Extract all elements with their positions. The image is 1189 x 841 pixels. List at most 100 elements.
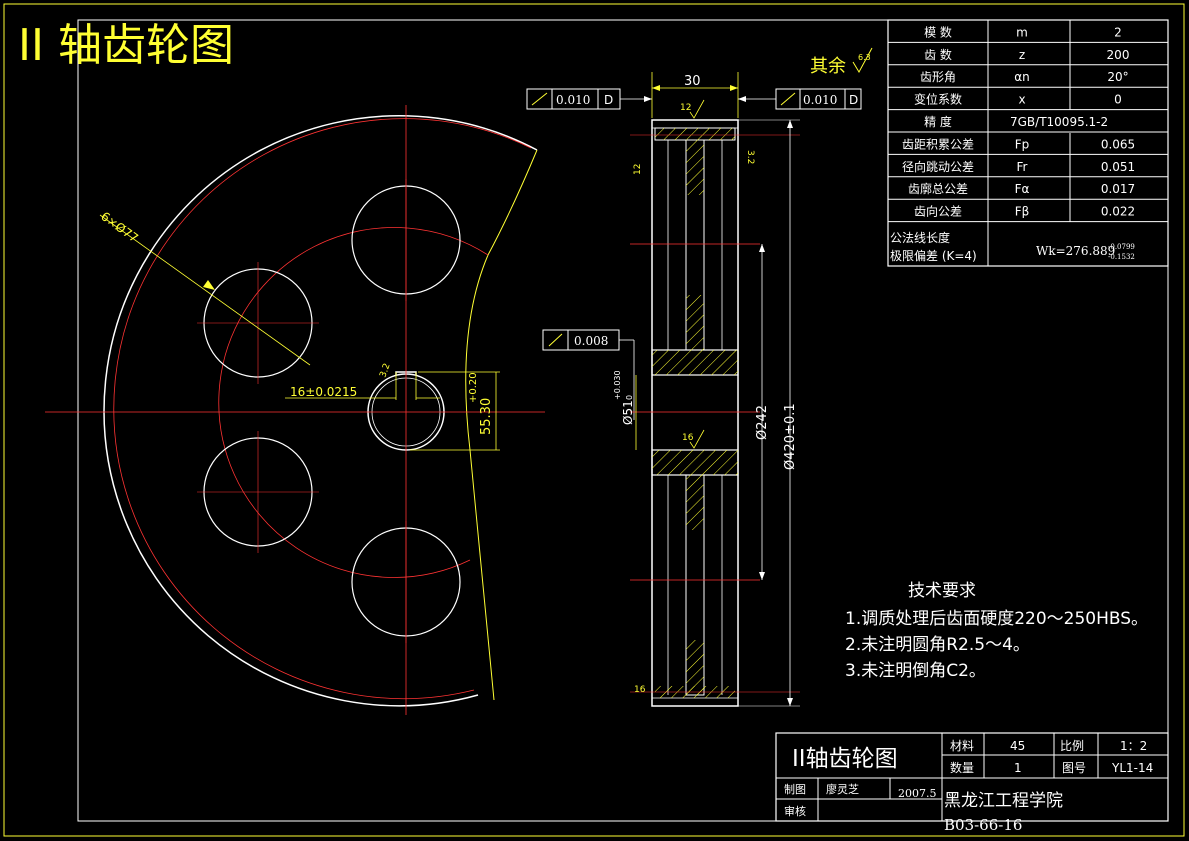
svg-text:0.010: 0.010 — [803, 93, 837, 107]
svg-text:材料: 材料 — [950, 739, 974, 753]
param-symbol: Fβ — [1015, 205, 1030, 219]
drawing-no: YL1-14 — [1111, 761, 1153, 775]
param-symbol: Fp — [1015, 137, 1030, 151]
bore-tol-upper: +0.030 — [613, 370, 622, 400]
param-value: 0.022 — [1101, 205, 1135, 219]
tech-requirements: 技术要求 1.调质处理后齿面硬度220～250HBS。 2.未注明圆角R2.5～… — [845, 581, 1148, 681]
wk-upper: -0.0799 — [1108, 243, 1135, 251]
param-symbol: αn — [1014, 70, 1030, 84]
param-name: 齿距积累公差 — [902, 137, 974, 151]
svg-text:D: D — [604, 93, 613, 107]
roughness-value: 12 — [680, 103, 691, 113]
gear-pitch-circle — [113, 118, 532, 700]
wk-lower: -0.1532 — [1108, 253, 1135, 261]
hatch-section — [652, 450, 738, 475]
inner-frame — [77, 19, 1169, 822]
geometric-tolerance-frame: 0.010 D — [738, 88, 862, 110]
roughness-value: 3.2 — [745, 150, 755, 164]
param-value: 0.065 — [1101, 137, 1135, 151]
param-symbol: Fα — [1015, 182, 1030, 196]
param-value: 0.051 — [1101, 160, 1135, 174]
roughness-value: 16 — [634, 685, 646, 695]
param-value: 20° — [1107, 70, 1128, 84]
key-depth-dim: 55.30 — [479, 398, 494, 435]
param-name: 齿廓总公差 — [908, 181, 968, 196]
tech-heading: 技术要求 — [908, 581, 976, 601]
param-symbol: z — [1019, 48, 1025, 62]
tech-item: 3.未注明倒角C2。 — [845, 661, 986, 681]
title-block: II轴齿轮图 材料 45 比例 1：2 数量 1 图号 YL1-14 制图 廖灵… — [775, 732, 1169, 834]
hatch-section — [686, 295, 704, 350]
key-depth-tol: +0.20 — [468, 372, 479, 403]
roughness-value: 16 — [682, 433, 694, 443]
param-name: 齿 数 — [924, 47, 952, 62]
roughness-symbol-icon: 6.3 — [852, 47, 873, 74]
hatch-section — [652, 350, 738, 375]
svg-text:审核: 审核 — [784, 804, 806, 818]
bore-dim: Ø51 — [621, 400, 635, 425]
parameter-table — [887, 19, 1169, 267]
holes-dim: 6×Ø77 — [98, 209, 141, 245]
tech-item: 1.调质处理后齿面硬度220～250HBS。 — [845, 609, 1148, 629]
svg-text:6.3: 6.3 — [858, 53, 871, 62]
param-symbol: m — [1016, 25, 1028, 39]
bore-tol-lower: 0 — [625, 395, 634, 400]
gear-section-outline — [651, 119, 739, 707]
param-value: 7GB/T10095.1-2 — [1010, 115, 1108, 129]
roughness-note: 其余 — [810, 56, 846, 77]
param-value: 0.017 — [1101, 182, 1135, 196]
svg-text:0.010: 0.010 — [556, 93, 590, 107]
hub-dia-dim: Ø242 — [755, 405, 770, 440]
wk-label-1: 公法线长度 — [890, 230, 950, 245]
geometric-tolerance-frame: 0.010 D — [526, 88, 652, 110]
material-value: 45 — [1010, 739, 1025, 753]
scale-value: 1：2 — [1120, 739, 1147, 753]
roughness-value: 12 — [633, 164, 643, 175]
width-dim: 30 — [684, 74, 701, 89]
param-name: 变位系数 — [914, 92, 962, 107]
svg-text:D: D — [849, 93, 858, 107]
keyway-roughness: 3.2 — [378, 362, 392, 379]
param-name: 齿向公差 — [914, 204, 962, 219]
flatness-icon — [548, 333, 563, 347]
param-name: 模 数 — [924, 24, 952, 39]
school-name: 黑龙江工程学院 — [944, 791, 1063, 811]
geometric-tolerance-frame: 0.008 — [542, 329, 635, 420]
wk-label-2: 极限偏差 (K=4) — [890, 248, 977, 263]
svg-text:0.008: 0.008 — [574, 334, 608, 348]
qty-value: 1 — [1014, 761, 1022, 775]
runout-icon — [531, 92, 548, 106]
hatch-section — [686, 140, 704, 195]
svg-text:数量: 数量 — [950, 760, 974, 775]
runout-icon — [780, 92, 796, 106]
break-line — [465, 149, 538, 701]
svg-text:制图: 制图 — [784, 783, 806, 796]
param-value: 2 — [1114, 25, 1122, 39]
tech-item: 2.未注明圆角R2.5～4。 — [845, 635, 1030, 655]
hatch-section — [686, 475, 704, 530]
param-name: 精 度 — [924, 114, 952, 129]
param-value: 200 — [1107, 48, 1130, 62]
outer-frame — [3, 3, 1185, 837]
drawing-title: II 轴齿轮图 — [18, 20, 234, 71]
param-name: 径向跳动公差 — [902, 159, 974, 174]
gear-tip-circle — [103, 115, 538, 707]
drawn-date: 2007.5 — [898, 787, 937, 800]
titleblock-name: II轴齿轮图 — [792, 746, 898, 772]
hatch-section — [686, 640, 704, 695]
front-view: 6×Ø77 16±0.0215 3.2 55.30 +0.20 — [45, 105, 545, 715]
section-view: 0.010 D 0.010 D 0.008 30 — [526, 72, 862, 707]
tip-dia-dim: Ø420±0.1 — [783, 403, 798, 470]
svg-text:比例: 比例 — [1060, 739, 1084, 753]
svg-text:图号: 图号 — [1062, 761, 1086, 775]
param-symbol: Fr — [1017, 160, 1028, 174]
key-width-dim: 16±0.0215 — [290, 385, 357, 399]
param-value: 0 — [1114, 93, 1122, 107]
drawn-by: 廖灵芝 — [826, 782, 859, 796]
param-name: 齿形角 — [920, 70, 956, 84]
wk-value: Wk=276.889 — [1036, 244, 1115, 258]
drawing-code: B03-66-16 — [944, 816, 1022, 834]
param-symbol: x — [1018, 93, 1025, 107]
